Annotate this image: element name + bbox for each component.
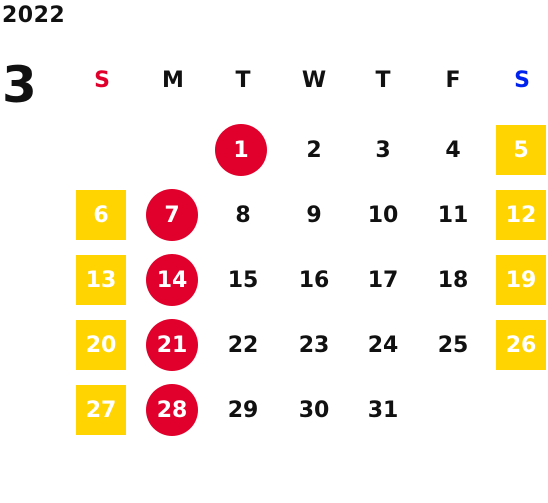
year-label: 2022: [2, 3, 66, 28]
day-cell[interactable]: 31: [367, 397, 399, 423]
day-cell-weekend[interactable]: 5: [496, 125, 546, 175]
day-cell[interactable]: 22: [227, 332, 259, 358]
day-cell[interactable]: 2: [306, 137, 322, 163]
day-cell[interactable]: 17: [367, 267, 399, 293]
weekday-header-thursday: T: [375, 68, 391, 93]
day-cell[interactable]: 30: [298, 397, 330, 423]
day-cell[interactable]: 16: [298, 267, 330, 293]
day-cell[interactable]: 4: [445, 137, 461, 163]
day-cell-holiday[interactable]: 1: [215, 124, 267, 176]
month-number: 3: [2, 56, 37, 114]
day-cell[interactable]: 11: [437, 202, 469, 228]
day-cell-weekend[interactable]: 26: [496, 320, 546, 370]
weekday-header-wednesday: W: [301, 68, 327, 93]
day-cell-holiday[interactable]: 14: [146, 254, 198, 306]
day-cell-weekend[interactable]: 6: [76, 190, 126, 240]
day-cell[interactable]: 18: [437, 267, 469, 293]
day-cell-weekend[interactable]: 12: [496, 190, 546, 240]
day-cell-holiday[interactable]: 7: [146, 189, 198, 241]
day-cell-weekend[interactable]: 19: [496, 255, 546, 305]
weekday-header-monday: M: [162, 68, 184, 93]
day-cell-weekend[interactable]: 20: [76, 320, 126, 370]
day-cell-holiday[interactable]: 28: [146, 384, 198, 436]
day-cell[interactable]: 25: [437, 332, 469, 358]
day-cell[interactable]: 8: [235, 202, 251, 228]
day-cell[interactable]: 29: [227, 397, 259, 423]
day-cell[interactable]: 10: [367, 202, 399, 228]
day-cell[interactable]: 9: [306, 202, 322, 228]
weekday-header-sunday: S: [94, 68, 110, 93]
weekday-header-tuesday: T: [235, 68, 251, 93]
day-cell[interactable]: 23: [298, 332, 330, 358]
day-cell[interactable]: 15: [227, 267, 259, 293]
day-cell-weekend[interactable]: 13: [76, 255, 126, 305]
day-cell[interactable]: 24: [367, 332, 399, 358]
day-cell-weekend[interactable]: 27: [76, 385, 126, 435]
weekday-header-friday: F: [445, 68, 461, 93]
day-cell[interactable]: 3: [375, 137, 391, 163]
day-cell-holiday[interactable]: 21: [146, 319, 198, 371]
weekday-header-saturday: S: [514, 68, 530, 93]
